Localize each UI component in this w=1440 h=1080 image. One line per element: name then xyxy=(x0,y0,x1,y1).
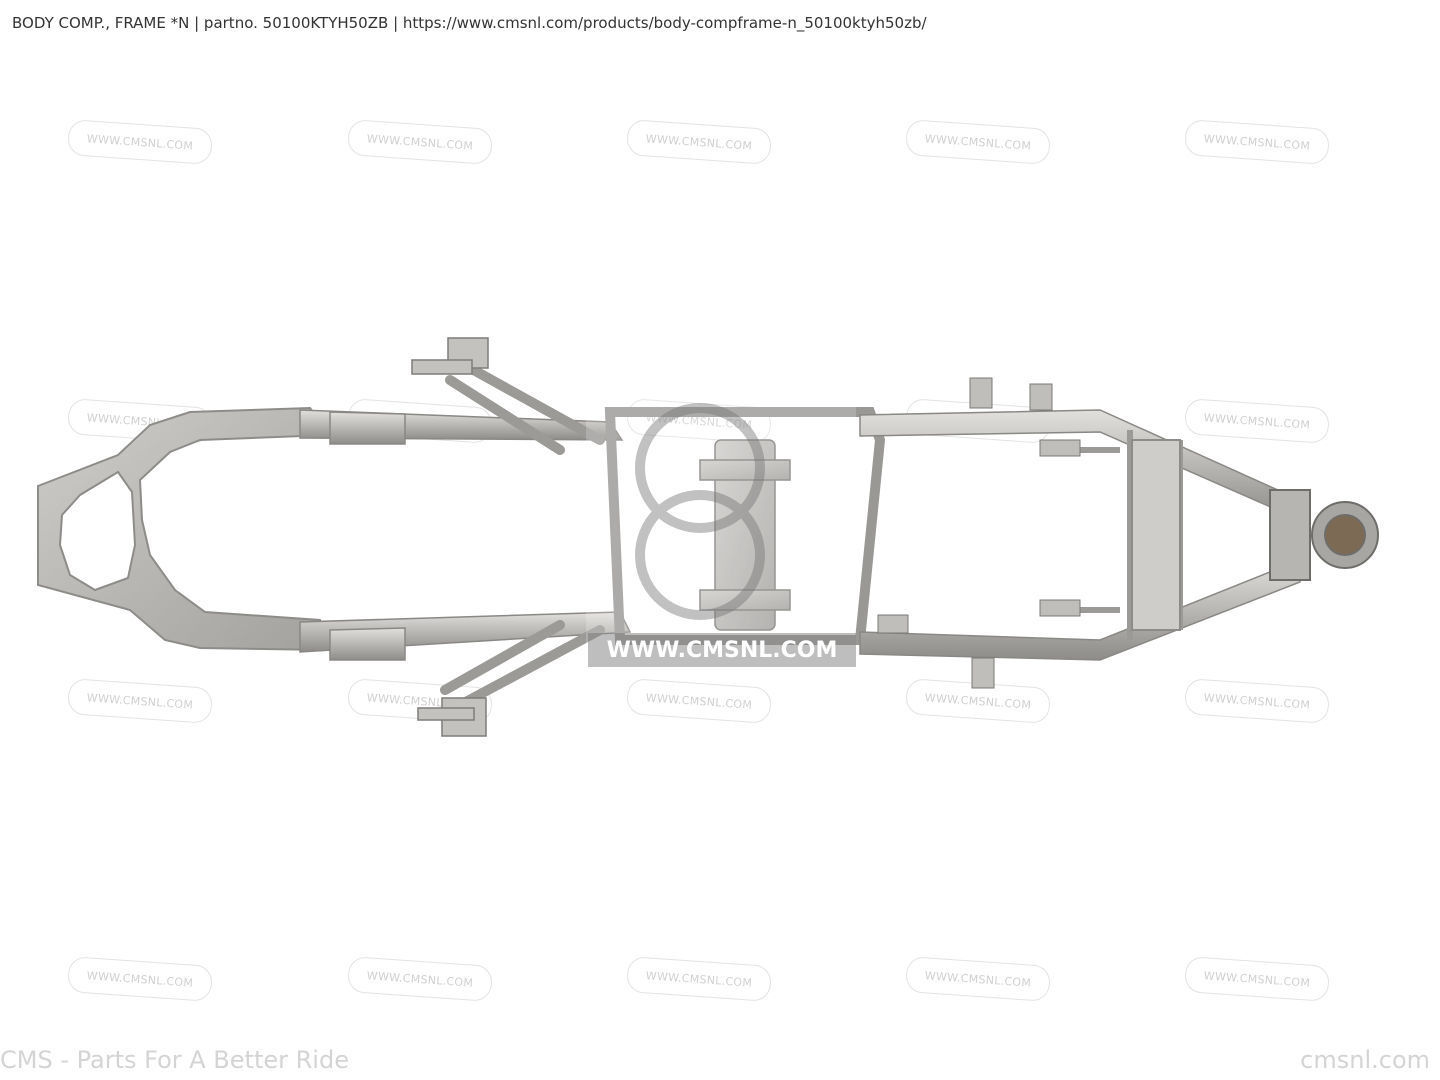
main-rails xyxy=(859,409,1301,661)
footer-domain: cmsnl.com xyxy=(1300,1046,1430,1074)
product-header: BODY COMP., FRAME *N | partno. 50100KTYH… xyxy=(12,14,927,32)
headstock xyxy=(1269,489,1379,581)
center-crossmember xyxy=(604,407,886,645)
small-fittings xyxy=(877,377,1081,689)
footer-tagline: CMS - Parts For A Better Ride xyxy=(0,1046,349,1074)
cms-logo-text: WWW.CMSNL.COM xyxy=(607,638,838,663)
mount-brackets xyxy=(411,337,489,737)
cms-logo-watermark xyxy=(586,380,856,670)
upper-rail xyxy=(299,409,632,661)
diagonal-struts xyxy=(440,363,605,710)
rear-subframe xyxy=(37,406,332,652)
